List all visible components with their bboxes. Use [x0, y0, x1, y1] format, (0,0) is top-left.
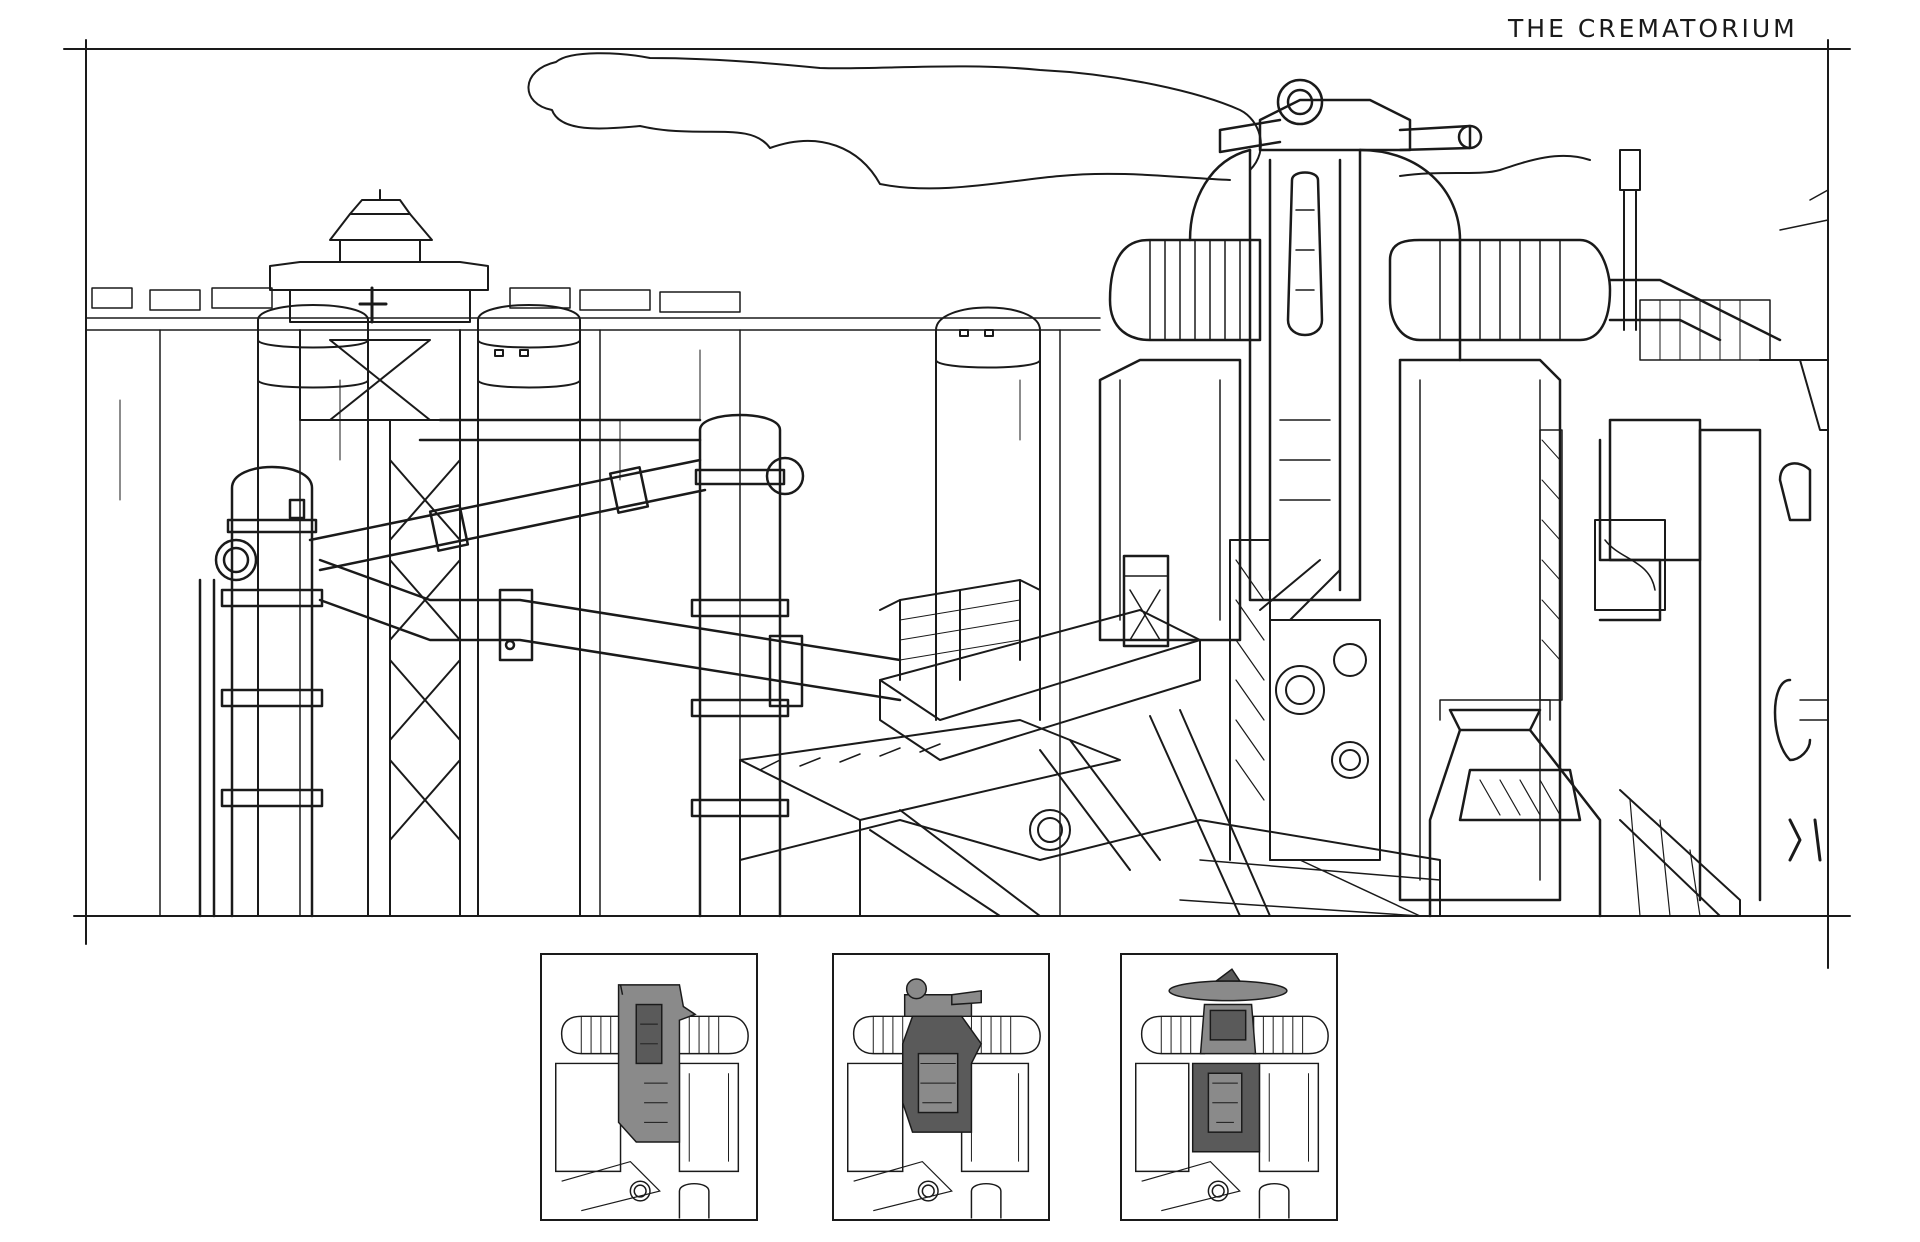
coil-block-right	[1388, 238, 1782, 902]
thumbnail-variant-3-drawing	[1135, 968, 1329, 1219]
crematorium-tower	[1188, 78, 1483, 602]
thumbnail-variant-3	[1120, 953, 1338, 1221]
pipe-upper	[308, 418, 707, 572]
thumbnail-variant-1	[540, 953, 758, 1221]
domed-furnace	[1428, 699, 1741, 918]
sheet-title: THE CREMATORIUM	[1508, 14, 1798, 43]
thumbnail-variant-2	[832, 953, 1050, 1221]
thumbnail-variant-2-drawing	[847, 978, 1041, 1219]
coil-block-left	[1098, 238, 1262, 648]
column-left	[198, 465, 324, 918]
silo-left	[257, 304, 369, 917]
pipe-lower	[318, 558, 902, 708]
floor-plates	[1179, 859, 1441, 917]
silo-middle	[477, 304, 581, 917]
lower-structures	[739, 539, 1441, 917]
cupola-tower	[269, 189, 489, 917]
thumbnail-variant-1-drawing	[555, 984, 749, 1219]
silo-right	[935, 306, 1041, 721]
background-wall	[85, 287, 1101, 917]
column-middle	[690, 413, 805, 918]
right-building	[1594, 149, 1829, 902]
smoke-cloud	[527, 52, 1591, 190]
catwalk-bridge	[739, 579, 1201, 917]
frame-lines	[63, 39, 1851, 969]
